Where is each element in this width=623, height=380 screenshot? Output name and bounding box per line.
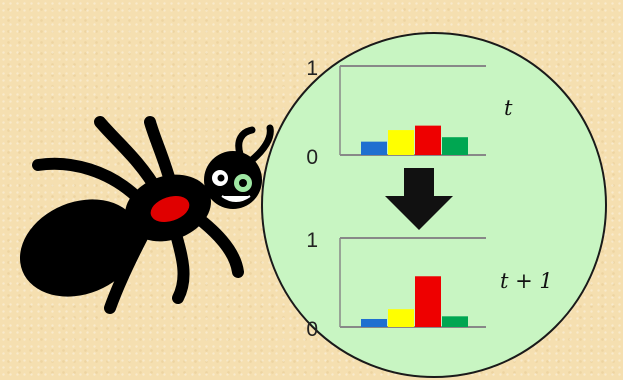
time-label-t-plus-1: t + 1 [500,269,553,293]
ant-pupil [217,174,225,182]
distribution-chart-t-plus-1: 1 0 t + 1 [306,229,552,341]
bar-red [415,276,441,327]
bar-green [442,137,468,155]
ant-smile [221,195,251,202]
y-tick-label: 1 [306,57,318,80]
ant-red-spot [150,196,190,222]
y-tick-label: 0 [306,318,318,341]
y-tick-label: 1 [306,229,318,252]
arrow-down-icon [385,168,453,230]
bar-green [442,316,468,327]
distribution-chart-t: 1 0 t [306,57,513,169]
time-label-t: t [504,96,513,120]
bar-red [415,125,441,155]
ant-pupil [239,179,247,187]
bar-yellow [388,130,414,155]
ant-icon [19,116,274,314]
ant-head [204,151,262,209]
ant-leg [32,157,146,206]
bar-blue [361,318,387,327]
bar-blue [361,141,387,155]
y-tick-label: 0 [306,146,318,169]
ant-antenna [248,124,274,164]
bar-yellow [388,309,414,327]
ant-antenna [235,126,256,158]
ant-abdomen [19,199,141,297]
